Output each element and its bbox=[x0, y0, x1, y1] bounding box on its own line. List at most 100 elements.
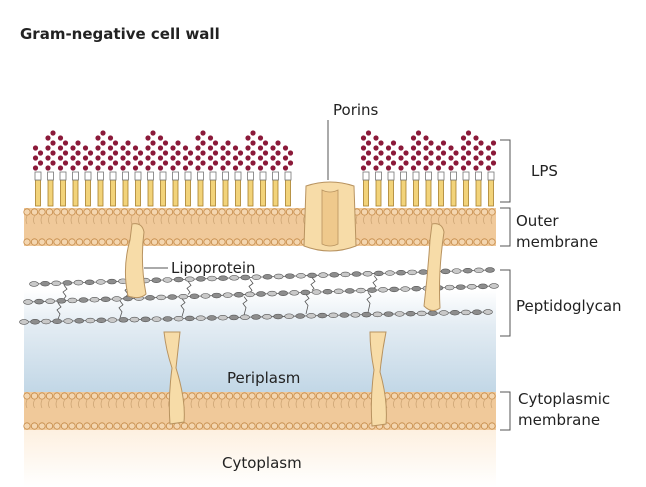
inner-lipid-tail bbox=[265, 399, 268, 409]
inner-lipid-head-bottom bbox=[210, 422, 219, 430]
lps-o-antigen-bead bbox=[473, 155, 479, 161]
outer-lipid-head-top bbox=[398, 208, 406, 216]
lps-o-antigen-bead bbox=[57, 165, 64, 171]
outer-lipid-head-top bbox=[405, 208, 414, 216]
label-brackets bbox=[144, 120, 511, 431]
lps-o-antigen-bead bbox=[95, 155, 101, 161]
outer-lipid-tail bbox=[235, 215, 238, 225]
inner-lipid-tail bbox=[25, 399, 28, 409]
inner-lipid-head-top bbox=[353, 392, 361, 400]
lps-o-antigen-bead bbox=[225, 140, 231, 146]
outer-lipid-head-bottom bbox=[255, 238, 264, 246]
lps-core bbox=[222, 171, 229, 181]
lps-o-antigen-bead bbox=[220, 165, 226, 171]
outer-lipid-head-top bbox=[360, 208, 369, 216]
outer-lipid-tail bbox=[430, 215, 433, 225]
outer-membrane-label-line2: membrane bbox=[516, 233, 598, 251]
lps-o-antigen-bead bbox=[37, 150, 44, 156]
lps-o-antigen-bead bbox=[435, 155, 442, 161]
inner-lipid-head-bottom bbox=[450, 422, 459, 430]
outer-lipid-head-top bbox=[90, 208, 99, 216]
lps-o-antigen-bead bbox=[112, 140, 119, 146]
glycan-unit bbox=[167, 294, 178, 300]
outer-lipid-tail bbox=[40, 215, 43, 225]
inner-lipid-head-top bbox=[405, 392, 414, 400]
inner-lipid-head-bottom bbox=[323, 422, 331, 430]
outer-lipid-head-top bbox=[75, 208, 84, 216]
cytoplasmic-membrane-label-line2: membrane bbox=[518, 411, 600, 429]
inner-lipid-head-top bbox=[450, 392, 459, 400]
lps-o-antigen-bead bbox=[232, 145, 239, 151]
lps-o-antigen-bead bbox=[45, 135, 51, 141]
lps-o-antigen-bead bbox=[373, 155, 379, 161]
lps-o-antigen-bead bbox=[120, 155, 126, 161]
glycan-unit bbox=[240, 314, 250, 320]
lps-o-antigen-bead bbox=[87, 150, 94, 156]
inner-lipid-head-bottom bbox=[38, 422, 46, 430]
inner-lipid-head-bottom bbox=[285, 422, 294, 430]
outer-lipid-head-top bbox=[83, 208, 91, 216]
inner-lipid-head-top bbox=[285, 392, 294, 400]
outer-lipid-head-top bbox=[150, 208, 159, 216]
lps-lipid-a bbox=[463, 179, 469, 207]
inner-lipid-tail bbox=[363, 399, 365, 409]
lps-o-antigen-bead bbox=[45, 165, 51, 171]
lps-core bbox=[34, 171, 42, 181]
inner-lipid-head-top bbox=[278, 392, 286, 400]
outer-lipid-tail bbox=[228, 215, 230, 225]
inner-lipid-head-top bbox=[128, 392, 136, 400]
lps-o-antigen-bead bbox=[50, 160, 56, 166]
lps-lipid-a bbox=[413, 179, 419, 207]
lps-lipid-a bbox=[235, 179, 241, 207]
inner-lipid-tail bbox=[198, 399, 200, 409]
outer-lipid-head-top bbox=[278, 208, 286, 216]
outer-lipid-head-top bbox=[128, 208, 136, 216]
inner-lipid-head-bottom bbox=[68, 422, 76, 430]
lps-o-antigen-bead bbox=[100, 150, 106, 156]
glycan-unit bbox=[278, 290, 288, 296]
lps-o-antigen-bead bbox=[410, 135, 417, 141]
inner-lipid-tail bbox=[423, 399, 425, 409]
inner-lipid-tail bbox=[85, 399, 88, 409]
glycan-unit bbox=[84, 279, 95, 285]
glycan-unit bbox=[151, 316, 162, 322]
glycan-unit bbox=[78, 297, 89, 303]
lps-o-antigen-bead bbox=[95, 145, 101, 151]
glycan-unit bbox=[118, 317, 129, 323]
lps-o-antigen-bead bbox=[257, 165, 264, 171]
outer-lipid-head-top bbox=[180, 208, 189, 216]
outer-lipid-head-top bbox=[225, 208, 234, 216]
lps-o-antigen-bead bbox=[460, 165, 467, 171]
lps-o-antigen-bead bbox=[287, 150, 294, 156]
lps-o-antigen-bead bbox=[245, 165, 251, 171]
outer-lipid-head-top bbox=[68, 208, 76, 216]
lps-o-antigen-bead bbox=[257, 135, 264, 141]
cytoplasmic-membrane-bracket bbox=[500, 391, 511, 431]
inner-lipid-head-top bbox=[225, 392, 234, 400]
inner-lipid-head-top bbox=[300, 392, 309, 400]
outer-lipid-head-bottom bbox=[285, 238, 294, 246]
outer-lipid-tail bbox=[48, 215, 50, 225]
inner-lipid-tail bbox=[475, 399, 478, 409]
inner-lipid-tail bbox=[490, 399, 493, 409]
glycan-unit bbox=[478, 283, 488, 290]
inner-lipid-head-top bbox=[473, 392, 481, 400]
lps-o-antigen-bead bbox=[195, 135, 201, 141]
lps-o-antigen-bead bbox=[270, 165, 276, 171]
inner-lipid-tail bbox=[340, 399, 343, 409]
glycan-unit bbox=[451, 268, 462, 274]
inner-lipid-head-bottom bbox=[53, 422, 61, 430]
outer-lipid-tail bbox=[288, 215, 290, 225]
outer-membrane-bracket bbox=[500, 207, 511, 247]
outer-lipid-head-top bbox=[285, 208, 294, 216]
glycan-unit bbox=[162, 277, 173, 283]
lps-o-antigen-bead bbox=[448, 165, 454, 171]
glycan-unit bbox=[34, 298, 44, 305]
peptidoglycan-bracket bbox=[500, 269, 511, 337]
glycan-unit bbox=[100, 296, 111, 303]
lps-o-antigen-bead bbox=[50, 140, 56, 146]
lps-lipid-a bbox=[110, 179, 116, 207]
lps-o-antigen-bead bbox=[187, 160, 194, 166]
lps-lipid-a bbox=[260, 179, 266, 207]
glycan-unit bbox=[140, 316, 151, 323]
